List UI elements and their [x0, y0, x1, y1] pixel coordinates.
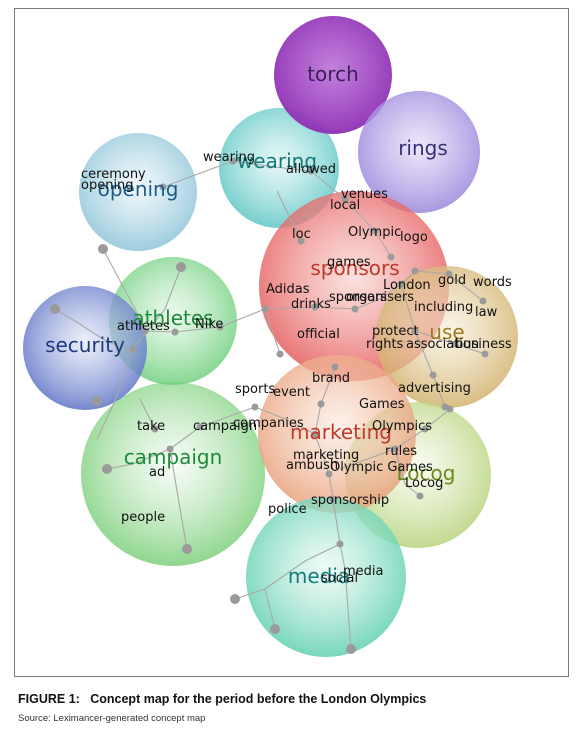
figure-source: Source: Leximancer-generated concept map	[18, 713, 206, 724]
concept-people: people	[121, 510, 165, 525]
concept-police: police	[268, 502, 307, 517]
theme-label-use: use	[429, 320, 464, 344]
concept-drinks: drinks	[291, 297, 331, 312]
concept-sponsorship: sponsorship	[311, 493, 389, 508]
concept-adidas: Adidas	[266, 282, 310, 297]
concept-loc: loc	[292, 227, 311, 242]
concept-event: event	[273, 385, 310, 400]
theme-bubble-opening	[79, 133, 197, 251]
theme-bubble-campaign	[81, 382, 265, 566]
concept-london: London	[383, 278, 431, 293]
concept-companies: companies	[233, 416, 304, 431]
concept-words: words	[473, 275, 512, 290]
theme-label-athletes: athletes	[132, 306, 213, 330]
theme-label-campaign: campaign	[124, 445, 223, 469]
concept-rules: rules	[385, 444, 417, 459]
concept-marketing: marketing	[293, 448, 359, 463]
concept-law: law	[475, 305, 498, 320]
theme-bubble-rings	[358, 91, 480, 213]
theme-label-torch: torch	[307, 62, 359, 86]
concept-business: business	[455, 337, 512, 352]
concept-brand: brand	[312, 371, 350, 386]
concept-organisers: organisers	[346, 290, 414, 305]
concept-sports: sports	[235, 382, 275, 397]
theme-label-rings: rings	[398, 136, 448, 160]
concept-ceremony: ceremony	[81, 167, 146, 182]
concept-wearing: wearing	[203, 150, 255, 165]
concept-athletes: athletes	[117, 319, 170, 334]
theme-label-media: media	[288, 564, 350, 588]
concept-logo: logo	[400, 230, 428, 245]
concept-locog: Locog	[405, 476, 443, 491]
theme-bubble-wearing	[219, 108, 339, 228]
theme-bubble-security	[23, 286, 147, 410]
concept-ad: ad	[149, 465, 165, 480]
concept-games: games	[327, 255, 371, 270]
concept-sponsors: sponsors	[329, 290, 387, 305]
concept-including: including	[414, 300, 473, 315]
concept-ambush: ambush	[286, 458, 338, 473]
concept-nodes	[50, 157, 489, 654]
concept-allowed: allowed	[286, 162, 336, 177]
concept-social: social	[321, 571, 358, 586]
concept-olympic-games: Olympic Games	[330, 460, 433, 475]
theme-label-security: security	[45, 333, 125, 357]
concept-media: media	[343, 564, 384, 579]
concept-games-2: Games	[359, 397, 405, 412]
figure-caption: FIGURE 1: Concept map for the period bef…	[18, 692, 427, 706]
concept-map-frame: torch rings wearing opening sponsors use…	[14, 8, 569, 677]
concept-gold: gold	[438, 273, 466, 288]
concept-protect: protect	[372, 324, 419, 339]
concept-local: local	[330, 198, 360, 213]
concept-opening: opening	[81, 178, 134, 193]
theme-label-marketing: marketing	[290, 420, 392, 444]
concept-nike: Nike	[195, 317, 223, 332]
theme-label-opening: opening	[98, 177, 179, 201]
concept-campaign: campaign	[193, 419, 257, 434]
theme-label-locog: Locog	[397, 461, 456, 485]
concept-olympics: Olympics	[372, 419, 432, 434]
theme-label-sponsors: sponsors	[310, 256, 399, 280]
theme-label-wearing: wearing	[237, 149, 317, 173]
concept-take: take	[137, 419, 165, 434]
concept-association: association	[406, 337, 479, 352]
concept-venues: venues	[341, 187, 388, 202]
concept-map: torch rings wearing opening sponsors use…	[23, 16, 518, 657]
theme-bubble-media	[246, 497, 406, 657]
theme-bubble-marketing	[258, 355, 416, 513]
concept-advertising: advertising	[398, 381, 471, 396]
concept-official: official	[297, 327, 340, 342]
concept-olympic: Olympic	[348, 225, 401, 240]
concept-rights: rights	[366, 337, 404, 352]
theme-bubble-torch	[274, 16, 392, 134]
